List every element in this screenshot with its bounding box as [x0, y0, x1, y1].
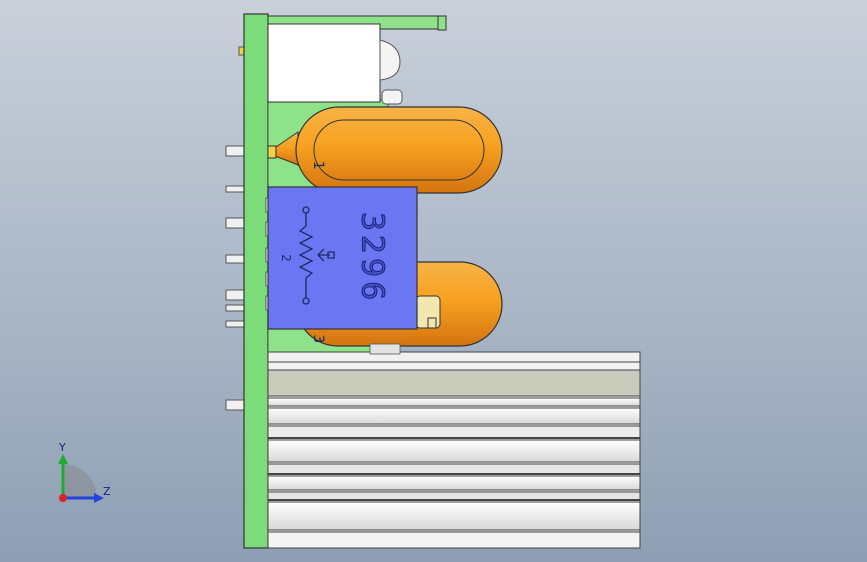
potentiometer-body — [267, 186, 418, 330]
white-clip — [379, 39, 401, 81]
top-board-edge — [437, 15, 447, 31]
white-block — [267, 23, 381, 103]
heatsink — [267, 351, 641, 549]
terminal-1-label: 1 — [310, 160, 326, 170]
white-foot — [381, 89, 403, 105]
resistor-symbol — [298, 206, 335, 305]
z-axis-label: Z — [103, 485, 111, 498]
solder-pad — [238, 46, 245, 56]
spacer — [369, 343, 401, 355]
terminal-3-label: 3 — [310, 334, 326, 344]
capacitor-top — [267, 106, 503, 194]
y-axis-label: Y — [59, 441, 66, 454]
terminal-2-label: 2 — [279, 254, 293, 262]
pot-schematic-pins: 1 3 — [310, 161, 326, 344]
coordinate-triad — [58, 454, 104, 503]
potentiometer-model: 3296 — [354, 211, 390, 305]
header-pins — [225, 145, 245, 411]
pcb-board — [243, 13, 269, 549]
